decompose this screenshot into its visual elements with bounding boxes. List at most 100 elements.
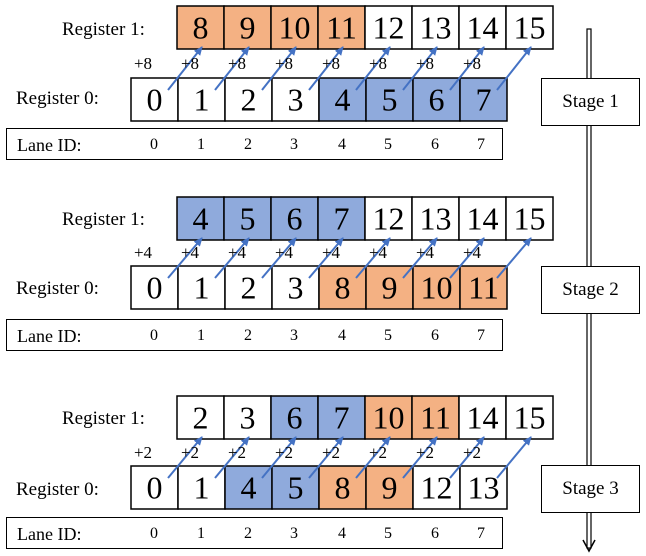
register-0-value: 1 <box>194 82 210 118</box>
register-0-value: 4 <box>335 82 351 118</box>
register-1-cell: 11 <box>317 5 366 50</box>
lane-id-label: Lane ID: <box>17 524 82 544</box>
lane-id-2: 2 <box>244 136 252 153</box>
register-0-value: 8 <box>335 470 351 506</box>
register-0-value: 12 <box>421 470 453 506</box>
register-0-value: 0 <box>147 470 163 506</box>
offset-label: +4 <box>134 243 153 262</box>
register-0-cell: 6 <box>412 77 461 122</box>
register-1-cell: 15 <box>505 5 554 50</box>
register-0-value: 5 <box>382 82 398 118</box>
register-0-value: 13 <box>468 470 500 506</box>
register-0-value: 4 <box>241 470 257 506</box>
register-0-value: 2 <box>241 270 257 306</box>
offset-label: +8 <box>228 54 246 73</box>
shuffle-arrow <box>355 237 391 279</box>
register-0-cell: 1 <box>177 265 226 310</box>
register-1-cell: 14 <box>458 196 507 241</box>
lane-id-row: Lane ID: 0 1 2 3 4 5 6 7 <box>6 319 503 351</box>
register-1-value: 10 <box>279 10 311 46</box>
offset-label: +8 <box>416 54 434 73</box>
register-1-value: 2 <box>193 400 209 436</box>
offset-label: +2 <box>134 443 152 462</box>
register-1-label: Register 1: <box>62 408 145 429</box>
register-0-cell: 5 <box>365 77 414 122</box>
register-0-cell: 4 <box>224 465 273 510</box>
register-1-value: 3 <box>240 400 256 436</box>
offset-label: +4 <box>181 243 200 262</box>
shuffle-arrow <box>167 237 203 279</box>
register-0-cell: 4 <box>318 77 367 122</box>
register-1-cell: 4 <box>176 196 225 241</box>
register-0-cell: 2 <box>224 265 273 310</box>
shuffle-arrow <box>308 46 344 91</box>
lane-id-2: 2 <box>244 327 252 344</box>
register-1-value: 8 <box>193 10 209 46</box>
lane-id-2: 2 <box>244 525 252 542</box>
register-1-value: 9 <box>240 10 256 46</box>
register-1-value: 7 <box>334 400 350 436</box>
offset-label: +4 <box>228 243 247 262</box>
lane-id-1: 1 <box>197 327 205 344</box>
register-0-cell: 7 <box>459 77 508 122</box>
offset-label: +4 <box>275 243 294 262</box>
shuffle-arrow <box>496 237 532 279</box>
lane-id-0: 0 <box>150 525 158 542</box>
shuffle-arrow <box>261 237 297 279</box>
offset-label: +8 <box>322 54 340 73</box>
shuffle-arrow <box>214 237 250 279</box>
shuffle-arrow <box>355 436 391 479</box>
register-0-label: Register 0: <box>16 88 99 109</box>
register-0-cell: 10 <box>412 265 461 310</box>
lane-id-4: 4 <box>338 136 346 153</box>
register-1-value: 13 <box>420 10 452 46</box>
register-0-cell: 2 <box>224 77 273 122</box>
stage-3-box: Stage 3 <box>541 465 640 513</box>
register-0-cell: 9 <box>365 265 414 310</box>
register-1-cell: 3 <box>223 395 272 440</box>
lane-id-label: Lane ID: <box>17 326 82 346</box>
shuffle-arrow <box>496 436 532 479</box>
lane-id-4: 4 <box>338 525 346 542</box>
register-0-value: 10 <box>421 270 453 306</box>
shuffle-arrow <box>355 46 391 91</box>
lane-id-0: 0 <box>150 327 158 344</box>
register-0-value: 11 <box>468 270 499 306</box>
register-0-value: 7 <box>476 82 492 118</box>
register-0-cell: 13 <box>459 465 508 510</box>
register-0-cell: 1 <box>177 77 226 122</box>
lane-id-row: Lane ID: 0 1 2 3 4 5 6 7 <box>6 128 503 160</box>
shuffle-arrow <box>402 46 438 91</box>
register-0-cell: 0 <box>130 465 179 510</box>
register-1-cell: 13 <box>411 5 460 50</box>
register-0-value: 2 <box>241 82 257 118</box>
offset-label: +8 <box>181 54 199 73</box>
lane-id-3: 3 <box>290 136 298 153</box>
lane-id-1: 1 <box>197 136 205 153</box>
shuffle-arrow <box>167 46 203 91</box>
offset-label: +8 <box>369 54 387 73</box>
shuffle-arrow <box>214 46 250 91</box>
stage-1-box: Stage 1 <box>541 78 640 126</box>
register-1-value: 10 <box>373 400 405 436</box>
register-0-value: 8 <box>335 270 351 306</box>
register-0-value: 3 <box>288 270 304 306</box>
register-1-value: 11 <box>326 10 357 46</box>
register-0-value: 3 <box>288 82 304 118</box>
register-1-cell: 7 <box>317 395 366 440</box>
offset-label: +2 <box>228 443 246 462</box>
register-1-value: 15 <box>514 201 546 237</box>
register-1-cell: 10 <box>270 5 319 50</box>
offset-label: +4 <box>463 243 482 262</box>
register-1-value: 13 <box>420 201 452 237</box>
register-0-label: Register 0: <box>16 479 99 500</box>
register-0-cell: 11 <box>459 265 508 310</box>
register-1-cell: 7 <box>317 196 366 241</box>
register-1-cell: 2 <box>176 395 225 440</box>
register-0-cell: 8 <box>318 265 367 310</box>
register-1-cell: 12 <box>364 5 413 50</box>
stage-2-box: Stage 2 <box>541 266 640 314</box>
register-0-label: Register 0: <box>16 278 99 299</box>
lane-id-3: 3 <box>290 525 298 542</box>
